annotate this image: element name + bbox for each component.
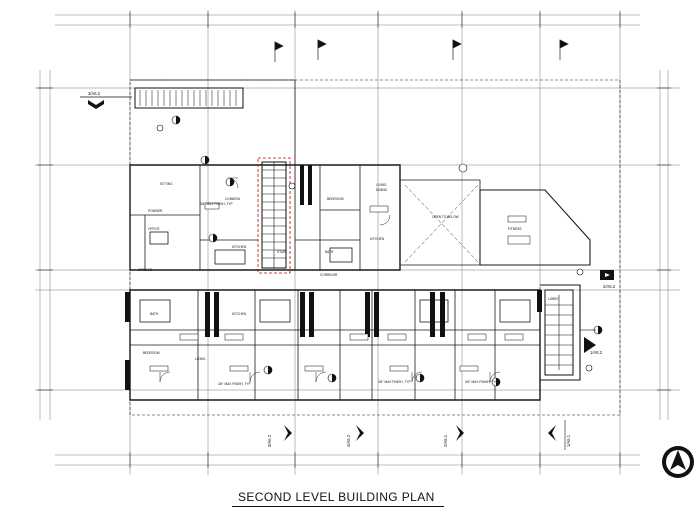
room-label-kitchen-a: KITCHEN [232, 245, 247, 249]
dimension-ticks [37, 12, 671, 468]
north-arrow-label: N [675, 460, 679, 466]
room-label-sitting: SITTING [160, 182, 173, 186]
finish-note-lower-c: 3/4" MAX FINISH, TYP [465, 380, 498, 384]
room-label-bath-a: BATH [325, 250, 334, 254]
room-label-corridor: CORRIDOR [320, 273, 338, 277]
room-tag-boxes [149, 202, 531, 372]
open-to-below-x [404, 184, 479, 263]
room-labels: SITTING COMMON KITCHEN POWDER OFFICE STA… [138, 182, 560, 386]
callout-text-2a51: 2/A5.1 [443, 434, 448, 447]
balcony-hatch [134, 87, 244, 109]
room-label-unit-bath: BATH [150, 312, 159, 316]
room-label-stair: STAIR [277, 250, 287, 254]
right-stair [539, 284, 581, 381]
detail-tags [156, 115, 603, 387]
lower-unit-walls [130, 290, 540, 400]
room-label-common: COMMON [225, 197, 241, 201]
room-label-open-to-below: OPEN TO BELOW [432, 215, 459, 219]
room-label-kitchen-b: KITCHEN [370, 237, 385, 241]
room-label-lobby: LOBBY [548, 297, 560, 301]
callout-text-3a62-top: 3/A6.2 [88, 91, 101, 96]
detail-tag-fills [176, 116, 602, 386]
finish-note-lower-a: 3/4" MAX FINISH, TYP [218, 382, 251, 386]
title-underline [232, 506, 444, 507]
callout-text-1a51: 1/A5.1 [566, 434, 571, 447]
room-label-bedroom-a: BEDROOM [327, 197, 344, 201]
callout-2a52: 2/A5.2 [600, 270, 616, 289]
room-label-office: OFFICE [148, 227, 160, 231]
room-label-powder: POWDER [148, 209, 163, 213]
room-label-fitness: FITNESS [508, 227, 521, 231]
finish-note-upper: 3/4" MAX FINISH, TYP [200, 202, 233, 206]
roof-markers [274, 39, 569, 62]
callout-3a62-bottom: 3/A6.2 [267, 425, 292, 447]
callout-text-3a62-bottom: 3/A6.2 [267, 434, 272, 447]
callout-3a62-top: 3/A6.2 [80, 91, 132, 109]
room-label-open-to: OPEN TO [138, 268, 153, 272]
room-label-unit-living: LIVING [195, 357, 206, 361]
upper-unit-walls [130, 165, 361, 270]
callout-text-2a52: 2/A5.2 [603, 284, 616, 289]
room-label-dining: DINING [376, 188, 388, 192]
north-arrow-icon: N [662, 446, 694, 478]
callout-4a52: 4/A5.2 [346, 425, 364, 447]
finish-note-lower-b: 3/4" MAX FINISH, TYP [378, 380, 411, 384]
callout-2a51: 2/A5.1 [443, 425, 464, 447]
callout-text-4a52: 4/A5.2 [346, 434, 351, 447]
central-stair [257, 157, 291, 274]
callout-text-1a52: 1/A5.2 [590, 350, 603, 355]
room-label-unit-bedroom: BEDROOM [143, 351, 160, 355]
shaft-columns [125, 165, 542, 390]
room-label-unit-kitchen: KITCHEN [232, 312, 247, 316]
room-label-living: LIVING [376, 183, 387, 187]
drawing-title: SECOND LEVEL BUILDING PLAN [238, 490, 435, 504]
callout-1a51: 1/A5.1 [548, 420, 571, 450]
callout-1a52: 1/A5.2 [580, 329, 603, 355]
